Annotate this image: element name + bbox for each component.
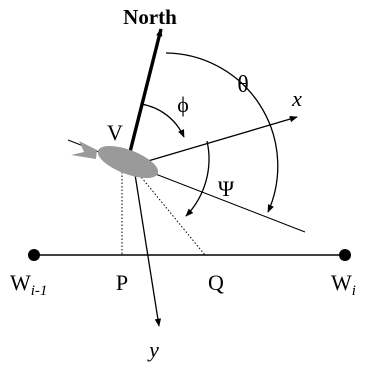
waypoint-next-dot [339, 249, 351, 261]
phi-label: ϕ [177, 92, 189, 117]
waypoint-next-label: Wi [331, 270, 356, 299]
north-arrow [128, 28, 163, 153]
y-axis-arrow [133, 167, 162, 327]
vehicle-icon [71, 141, 159, 179]
vehicle-label: V [107, 120, 123, 145]
x-axis-arrow [147, 115, 298, 162]
waypoint-next-base: W [331, 270, 352, 295]
waypoint-prev-sub: i-1 [31, 283, 48, 299]
waypoint-prev-dot [28, 249, 40, 261]
psi-arc [185, 140, 210, 217]
x-axis-label: x [291, 86, 302, 111]
psi-label: Ψ [218, 176, 235, 201]
theta-arc [165, 52, 279, 213]
point-q-label: Q [208, 270, 224, 295]
phi-arc [140, 103, 185, 138]
north-label: North [123, 5, 177, 29]
waypoint-prev-base: W [10, 270, 31, 295]
waypoint-next-sub: i [352, 283, 356, 299]
point-p-label: P [116, 270, 128, 295]
projection-q [136, 171, 206, 256]
theta-label: θ [237, 72, 249, 98]
y-axis-label: y [147, 337, 159, 362]
waypoint-prev-label: Wi-1 [10, 270, 47, 299]
